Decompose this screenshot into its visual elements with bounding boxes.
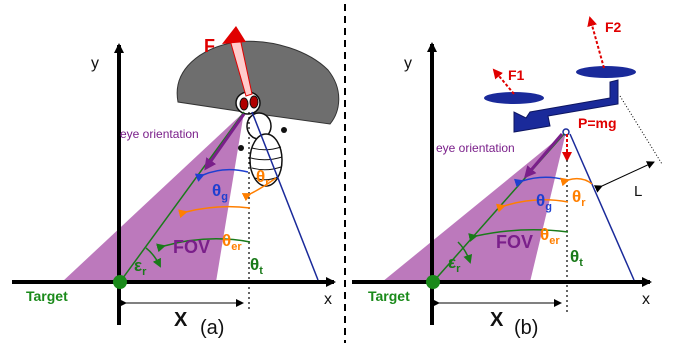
propeller-left-b bbox=[484, 92, 544, 104]
length-arrow-b bbox=[593, 161, 655, 193]
force1-label-b: F1 bbox=[508, 67, 525, 83]
target-ray-a bbox=[119, 111, 245, 283]
length-label-b: L bbox=[634, 183, 642, 200]
eps-r-arc-a bbox=[145, 247, 161, 268]
caption-a: (a) bbox=[200, 317, 224, 339]
fov-label-b: FOV bbox=[496, 232, 533, 252]
eye-orientation-arrow-a bbox=[204, 113, 246, 171]
length-dotted-b bbox=[619, 95, 663, 165]
fov-wedge-b bbox=[382, 132, 566, 282]
theta-er-arc-b bbox=[495, 199, 569, 213]
x-axis-label-b: x bbox=[642, 291, 650, 308]
eye-orientation-label-b: eye orientation bbox=[436, 141, 515, 155]
theta-er-label-b: θer bbox=[540, 225, 560, 247]
eye-orientation-label-a: eye orientation bbox=[120, 127, 199, 141]
theta-t-label-a: θt bbox=[250, 255, 263, 277]
x-distance-label-b: X bbox=[490, 309, 504, 331]
y-axis-label-a: y bbox=[91, 55, 99, 72]
force-label-a: F bbox=[204, 36, 215, 56]
bee-body-a bbox=[235, 91, 287, 187]
weight-label-b: P=mg bbox=[578, 115, 617, 131]
theta-g-label-b: θg bbox=[536, 191, 552, 213]
blue-ray-b bbox=[569, 133, 635, 281]
y-axis-label-b: y bbox=[404, 55, 412, 72]
theta-g-label-a: θg bbox=[212, 181, 228, 203]
eps-r-label-a: εr bbox=[134, 256, 147, 278]
caption-b: (b) bbox=[514, 317, 538, 339]
theta-t-arc-b bbox=[468, 229, 569, 242]
fov-label-a: FOV bbox=[173, 237, 210, 257]
force1-arrow-b bbox=[492, 68, 515, 95]
theta-r-label-a: θr bbox=[256, 167, 270, 189]
theta-t-label-b: θt bbox=[570, 247, 583, 269]
theta-er-arc-a bbox=[178, 205, 251, 219]
eps-r-arc-b bbox=[457, 241, 473, 264]
panel-b: y x F1 F2 P=mg L eye orientation bbox=[352, 16, 663, 339]
panel-a: F y x eye orientation θg θr FOV θer θt ε… bbox=[12, 26, 340, 339]
theta-r-label-b: θr bbox=[572, 187, 586, 209]
force-arrow-a bbox=[222, 26, 253, 97]
theta-r-arc-a bbox=[241, 177, 277, 202]
drone-b bbox=[484, 66, 636, 136]
x-axis-label-a: x bbox=[324, 291, 332, 308]
force2-label-b: F2 bbox=[605, 19, 622, 35]
target-dot-b bbox=[426, 275, 440, 289]
wing-a bbox=[176, 40, 340, 125]
theta-t-arc-a bbox=[156, 238, 251, 253]
eps-r-label-b: εr bbox=[448, 253, 461, 275]
theta-g-arc-a bbox=[194, 168, 249, 182]
theta-r-arc-b bbox=[560, 177, 593, 187]
force2-arrow-b bbox=[587, 16, 605, 69]
eye-orientation-arrow-b bbox=[524, 133, 564, 179]
target-label-a: Target bbox=[26, 288, 68, 304]
target-dot-a bbox=[113, 275, 127, 289]
blue-ray-a bbox=[251, 111, 319, 281]
theta-er-label-a: θer bbox=[222, 231, 242, 253]
propeller-right-b bbox=[576, 66, 636, 78]
x-distance-label-a: X bbox=[174, 309, 188, 331]
target-label-b: Target bbox=[368, 288, 410, 304]
